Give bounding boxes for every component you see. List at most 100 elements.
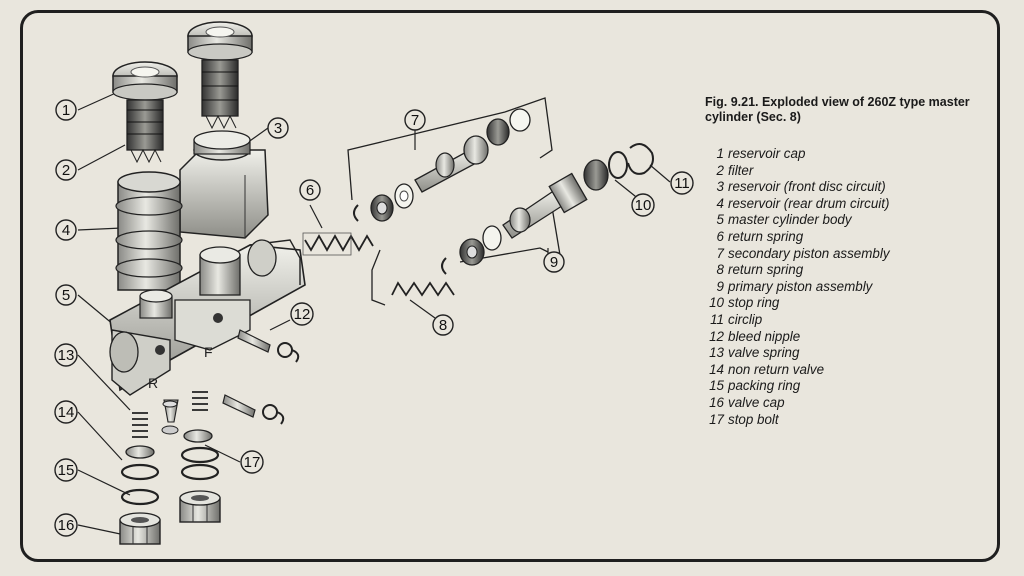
figure-frame [20, 10, 1000, 562]
body-mark-front: F [204, 344, 213, 360]
svg-text:12: 12 [294, 306, 311, 323]
svg-text:17: 17 [244, 454, 261, 471]
legend-item-label: valve spring [728, 345, 800, 361]
callout-4: 4 [55, 219, 77, 241]
svg-text:14: 14 [58, 404, 75, 421]
svg-text:5: 5 [62, 287, 70, 304]
legend-item-number: 5 [716, 212, 724, 228]
reservoir-cap-2 [187, 21, 253, 61]
legend-item-number: 1 [716, 146, 724, 161]
bleed-nipple-lower [222, 394, 285, 425]
reservoir-front [179, 130, 269, 239]
callout-8: 8 [432, 314, 454, 336]
callout-10: 10 [631, 193, 655, 217]
assembly-brackets [347, 97, 561, 306]
callout-13: 13 [54, 343, 78, 367]
legend-item-number: 13 [709, 345, 724, 361]
callout-5: 5 [55, 284, 77, 306]
valve-cap-right [179, 490, 221, 523]
svg-text:15: 15 [58, 462, 75, 479]
filter-left [126, 99, 164, 164]
legend-item-label: valve cap [728, 394, 785, 410]
legend-item-number: 7 [716, 245, 724, 261]
svg-text:2: 2 [62, 162, 70, 179]
callout-17: 17 [240, 450, 264, 474]
primary-piston-assembly [441, 159, 609, 275]
legend-item-number: 2 [716, 162, 724, 178]
svg-text:10: 10 [635, 197, 652, 214]
callout-3: 3 [267, 117, 289, 139]
valve-springs [132, 391, 208, 438]
reservoir-cap-1 [112, 61, 178, 101]
callout-11: 11 [670, 171, 694, 195]
legend-item-label: stop bolt [728, 411, 779, 427]
filter-right [201, 59, 239, 130]
svg-text:13: 13 [58, 347, 75, 364]
legend-item-number: 10 [709, 295, 724, 311]
return-spring-6 [302, 232, 374, 256]
figure-caption: Fig. 9.21. Exploded view of 260Z type ma… [705, 95, 970, 124]
secondary-piston-assembly [353, 108, 531, 222]
svg-text:1: 1 [62, 102, 70, 119]
callout-7: 7 [404, 109, 426, 131]
legend-item-label: return spring [728, 262, 804, 278]
legend-item-number: 4 [716, 195, 724, 211]
legend-item-label: non return valve [728, 361, 825, 377]
legend-item-number: 8 [716, 262, 724, 278]
legend-item-label: reservoir (rear drum circuit) [728, 195, 890, 211]
stop-ring [608, 151, 628, 179]
callout-14: 14 [54, 400, 78, 424]
legend-item-number: 9 [716, 278, 724, 294]
svg-text:6: 6 [306, 182, 314, 199]
circlip [627, 143, 654, 175]
legend-item-label: secondary piston assembly [728, 245, 890, 261]
callout-1: 1 [55, 99, 77, 121]
return-spring-8 [391, 281, 455, 297]
legend-item-number: 3 [716, 179, 724, 195]
legend-item-label: master cylinder body [728, 212, 852, 228]
callout-9: 9 [543, 251, 565, 273]
legend-item-label: stop ring [728, 295, 780, 311]
valve-cap-left [119, 512, 161, 545]
packing-rings [120, 446, 220, 506]
legend-item-number: 16 [709, 394, 724, 410]
legend-item-number: 14 [709, 361, 724, 377]
legend-item-label: reservoir (front disc circuit) [728, 179, 886, 195]
svg-text:4: 4 [62, 222, 70, 239]
callout-15: 15 [54, 458, 78, 482]
master-cylinder-body: R F [109, 239, 306, 396]
legend-item-number: 6 [716, 228, 724, 244]
legend-item-label: filter [728, 162, 754, 178]
legend-item-label: bleed nipple [728, 328, 801, 344]
callout-2: 2 [55, 159, 77, 181]
svg-text:9: 9 [550, 254, 558, 271]
legend-item-label: packing ring [728, 378, 801, 394]
svg-text:7: 7 [411, 112, 419, 129]
callout-16: 16 [54, 513, 78, 537]
legend-item-label: circlip [728, 311, 763, 327]
svg-text:8: 8 [439, 317, 447, 334]
leader-lines [77, 91, 671, 536]
bleed-nipple-upper [237, 329, 300, 363]
callouts: 1 2 3 4 5 6 7 8 9 10 11 12 13 14 15 16 1… [54, 99, 694, 537]
svg-text:11: 11 [674, 175, 690, 192]
legend-item-number: 17 [709, 411, 724, 427]
